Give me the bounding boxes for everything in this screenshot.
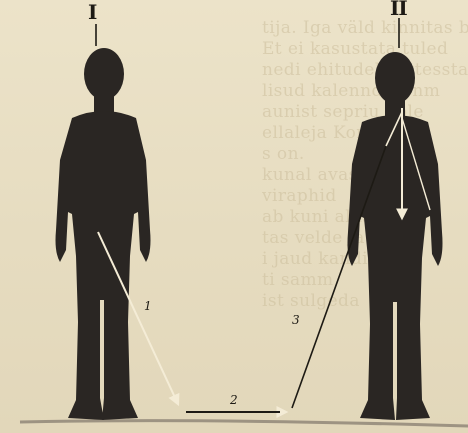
arrow-label-2: 2 bbox=[230, 394, 238, 406]
figure-label-I: I bbox=[88, 6, 96, 18]
human-silhouette-front bbox=[56, 48, 151, 420]
floor-line bbox=[20, 421, 468, 426]
arrow-label-1: 1 bbox=[144, 300, 152, 312]
human-silhouette-back bbox=[348, 52, 443, 420]
figure-label-II: II bbox=[390, 2, 407, 14]
arrow-label-3: 3 bbox=[292, 314, 300, 326]
